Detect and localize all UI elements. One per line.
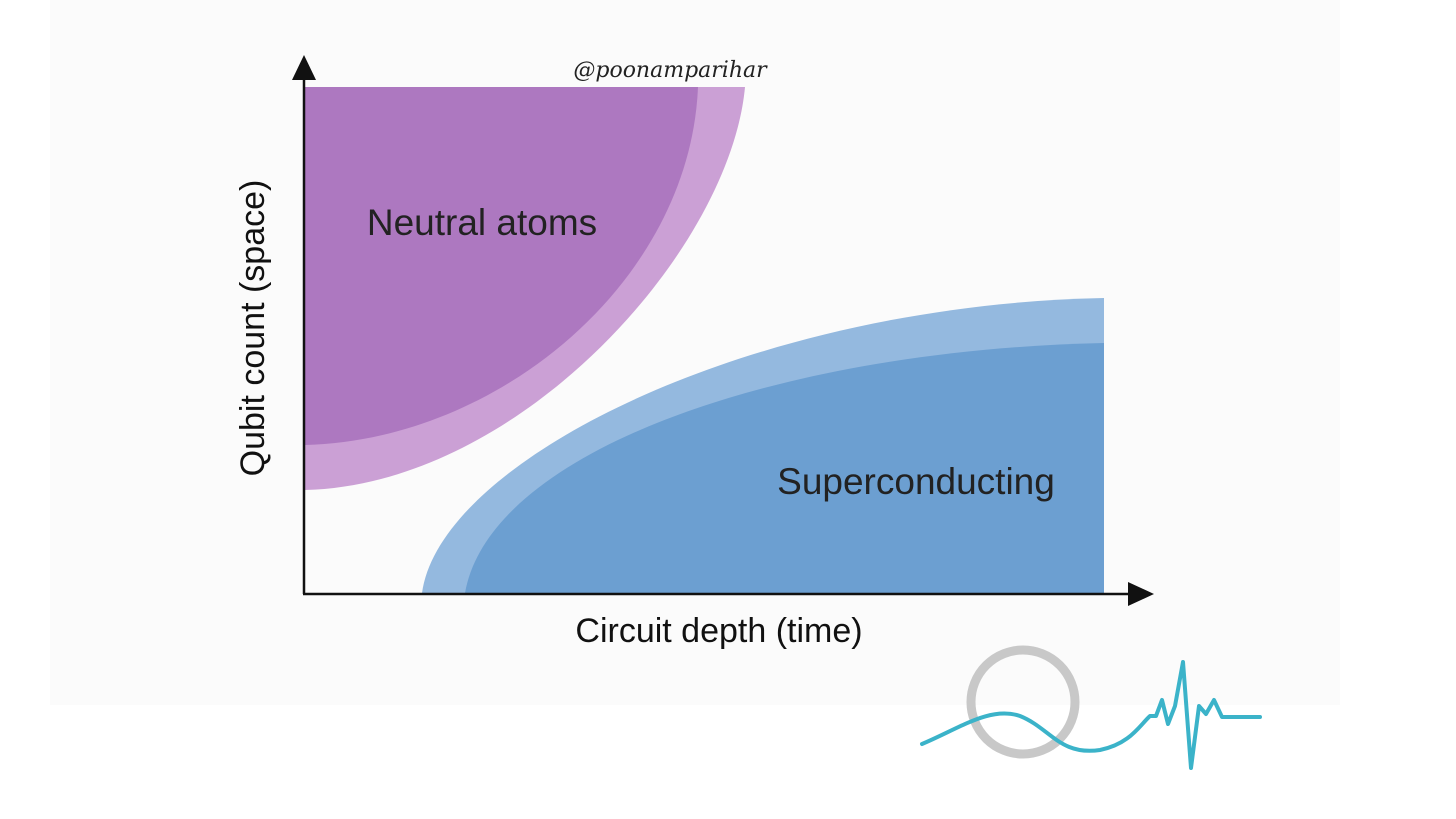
neutral-atoms-inner-area — [305, 87, 698, 445]
superconducting-region: Superconducting — [422, 298, 1104, 593]
superconducting-label: Superconducting — [777, 461, 1055, 502]
y-axis-arrow — [292, 55, 316, 80]
x-axis-arrow — [1128, 582, 1154, 606]
axes: Circuit depth (time) Qubit count (space) — [234, 55, 1154, 650]
x-axis-label: Circuit depth (time) — [575, 612, 862, 650]
superconducting-inner-area — [465, 343, 1104, 593]
neutral-atoms-label: Neutral atoms — [367, 202, 597, 243]
watermark-text: @poonamparihar — [573, 58, 768, 83]
y-axis-label: Qubit count (space) — [234, 180, 272, 477]
logo-ring-icon — [966, 645, 1080, 759]
logo — [920, 645, 1262, 770]
neutral-atoms-region: Neutral atoms — [305, 87, 745, 490]
logo-wave-icon — [920, 660, 1262, 770]
